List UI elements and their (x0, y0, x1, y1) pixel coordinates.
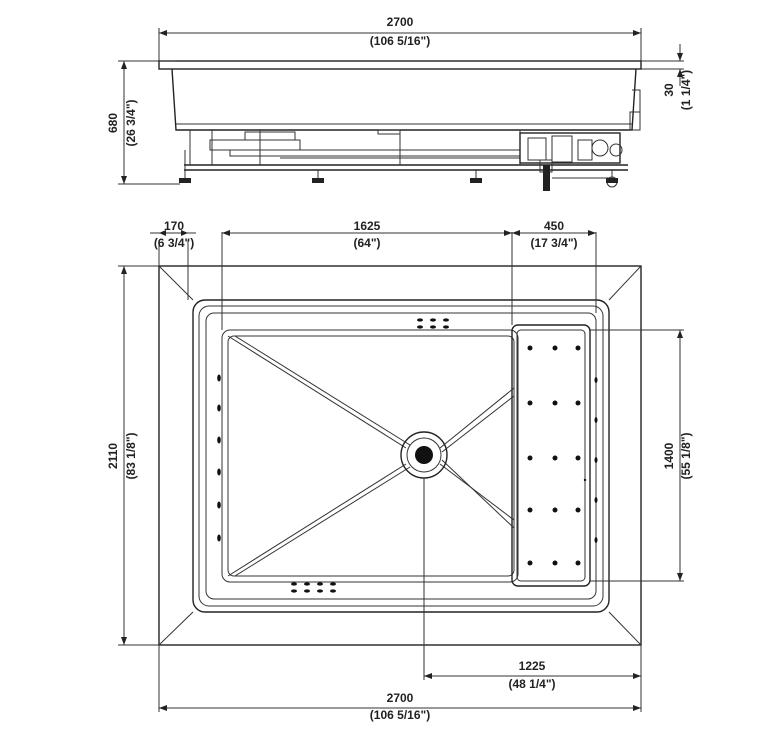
dim-rim-mm: 30 (662, 83, 676, 97)
dim-height-mm: 680 (106, 113, 120, 133)
drain-icon (415, 446, 433, 464)
dim-bottom-length-inch: (106 5/16") (370, 708, 430, 722)
dim-height-inch: (26 3/4") (124, 99, 138, 146)
dim-top-length-mm: 2700 (387, 15, 414, 29)
dim-width-inch: (83 1/8") (124, 432, 138, 479)
seat (511, 324, 591, 587)
dim-basin-length-mm: 1625 (354, 219, 381, 233)
dim-seat-width-inch: (17 3/4") (530, 236, 577, 250)
tub-rim (158, 60, 642, 70)
tub-body (171, 68, 637, 131)
dim-bottom-length-mm: 2700 (387, 691, 414, 705)
seat-jets (527, 345, 581, 566)
jets-cluster-bottom (291, 582, 336, 593)
jets-cluster-top (417, 318, 449, 329)
dim-top-length-inch: (106 5/16") (370, 34, 430, 48)
drain-pipe (543, 165, 550, 191)
dim-seat-length-inch: (55 1/8") (679, 432, 693, 479)
dim-border-mm: 170 (164, 219, 184, 233)
wall-jets-left (217, 374, 221, 542)
dim-seat-width-mm: 450 (544, 219, 564, 233)
dim-width-mm: 2110 (106, 443, 120, 469)
dim-seat-length-mm: 1400 (662, 442, 676, 469)
dim-drain-offset-mm: 1225 (519, 659, 546, 673)
dim-border-inch: (6 3/4") (154, 236, 194, 250)
plan-view: 170 (6 3/4") 1625 (64") 450 (17 3/4") 21… (106, 219, 693, 722)
dim-rim-inch: (1 1/4") (679, 70, 693, 110)
wall-jets-right (594, 377, 598, 543)
dim-basin-length-inch: (64") (353, 236, 380, 250)
dim-drain-offset-inch: (48 1/4") (508, 677, 555, 691)
deck-outline (158, 265, 642, 646)
side-view: 2700 (106 5/16") (106, 15, 693, 191)
basin-floor (221, 329, 519, 583)
